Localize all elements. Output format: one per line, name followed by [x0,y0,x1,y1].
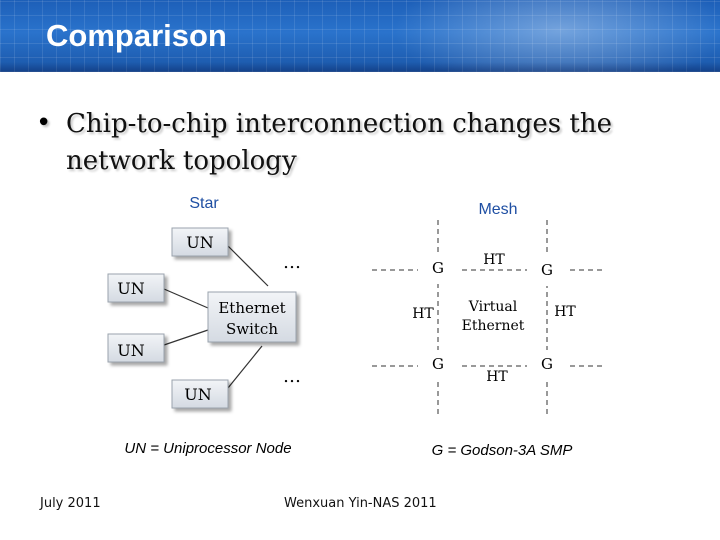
mesh-topology: G G G G HT HT HT HT Virtual Ethernet Mes… [372,201,602,459]
title-bar-shade [0,62,720,72]
star-links [163,245,269,389]
star-node-4-label: UN [184,385,211,404]
mesh-node-bottom-left: G [418,350,458,380]
mesh-node-top-right: G [527,256,567,286]
bullet-marker: • [36,108,52,138]
star-legend: UN = Uniprocessor Node [124,440,291,457]
star-ellipsis-top: … [283,252,301,273]
slide-title: Comparison [46,18,227,53]
bullet-text: Chip-to-chip interconnection changes the… [66,109,612,176]
star-node-2-label: UN [117,279,144,298]
mesh-label: Mesh [478,201,517,218]
star-ellipsis-bottom: … [283,366,301,387]
mesh-node-bottom-right: G [527,350,567,380]
star-link-3 [163,329,209,346]
ethernet-switch: Ethernet Switch [207,291,297,343]
mesh-link-right: HT [554,304,576,320]
star-link-2 [163,288,209,309]
star-link-1 [227,245,269,287]
title-bar-grid [0,0,720,72]
mesh-link-left: HT [412,306,434,322]
mesh-link-bottom: HT [486,369,508,385]
mesh-node-top-right-label: G [541,261,553,279]
title-bar-glow [380,0,720,72]
mesh-link-top: HT [483,252,505,268]
switch-label-line2: Switch [226,320,278,338]
switch-label-line1: Ethernet [218,299,285,317]
title-bar [0,0,720,72]
mesh-node-top-left: G [418,254,458,284]
star-link-4 [227,345,263,389]
star-node-1: UN [171,227,229,257]
star-node-3-label: UN [117,341,144,360]
mesh-legend: G = Godson-3A SMP [432,442,573,459]
virtual-ethernet-line2: Ethernet [462,318,525,334]
star-node-3: UN [107,333,165,363]
virtual-ethernet-line1: Virtual [468,299,518,315]
mesh-node-bottom-left-label: G [432,355,444,373]
star-label: Star [189,195,219,212]
star-node-4: UN [171,379,229,409]
star-topology: UN UN UN UN Ethernet Switch … … Star UN … [107,195,301,457]
footer-author: Wenxuan Yin-NAS 2011 [284,496,437,511]
mesh-node-bottom-right-label: G [541,355,553,373]
star-node-2: UN [107,273,165,303]
footer-date: July 2011 [40,496,101,511]
mesh-node-top-left-label: G [432,259,444,277]
star-node-1-label: UN [186,233,213,252]
